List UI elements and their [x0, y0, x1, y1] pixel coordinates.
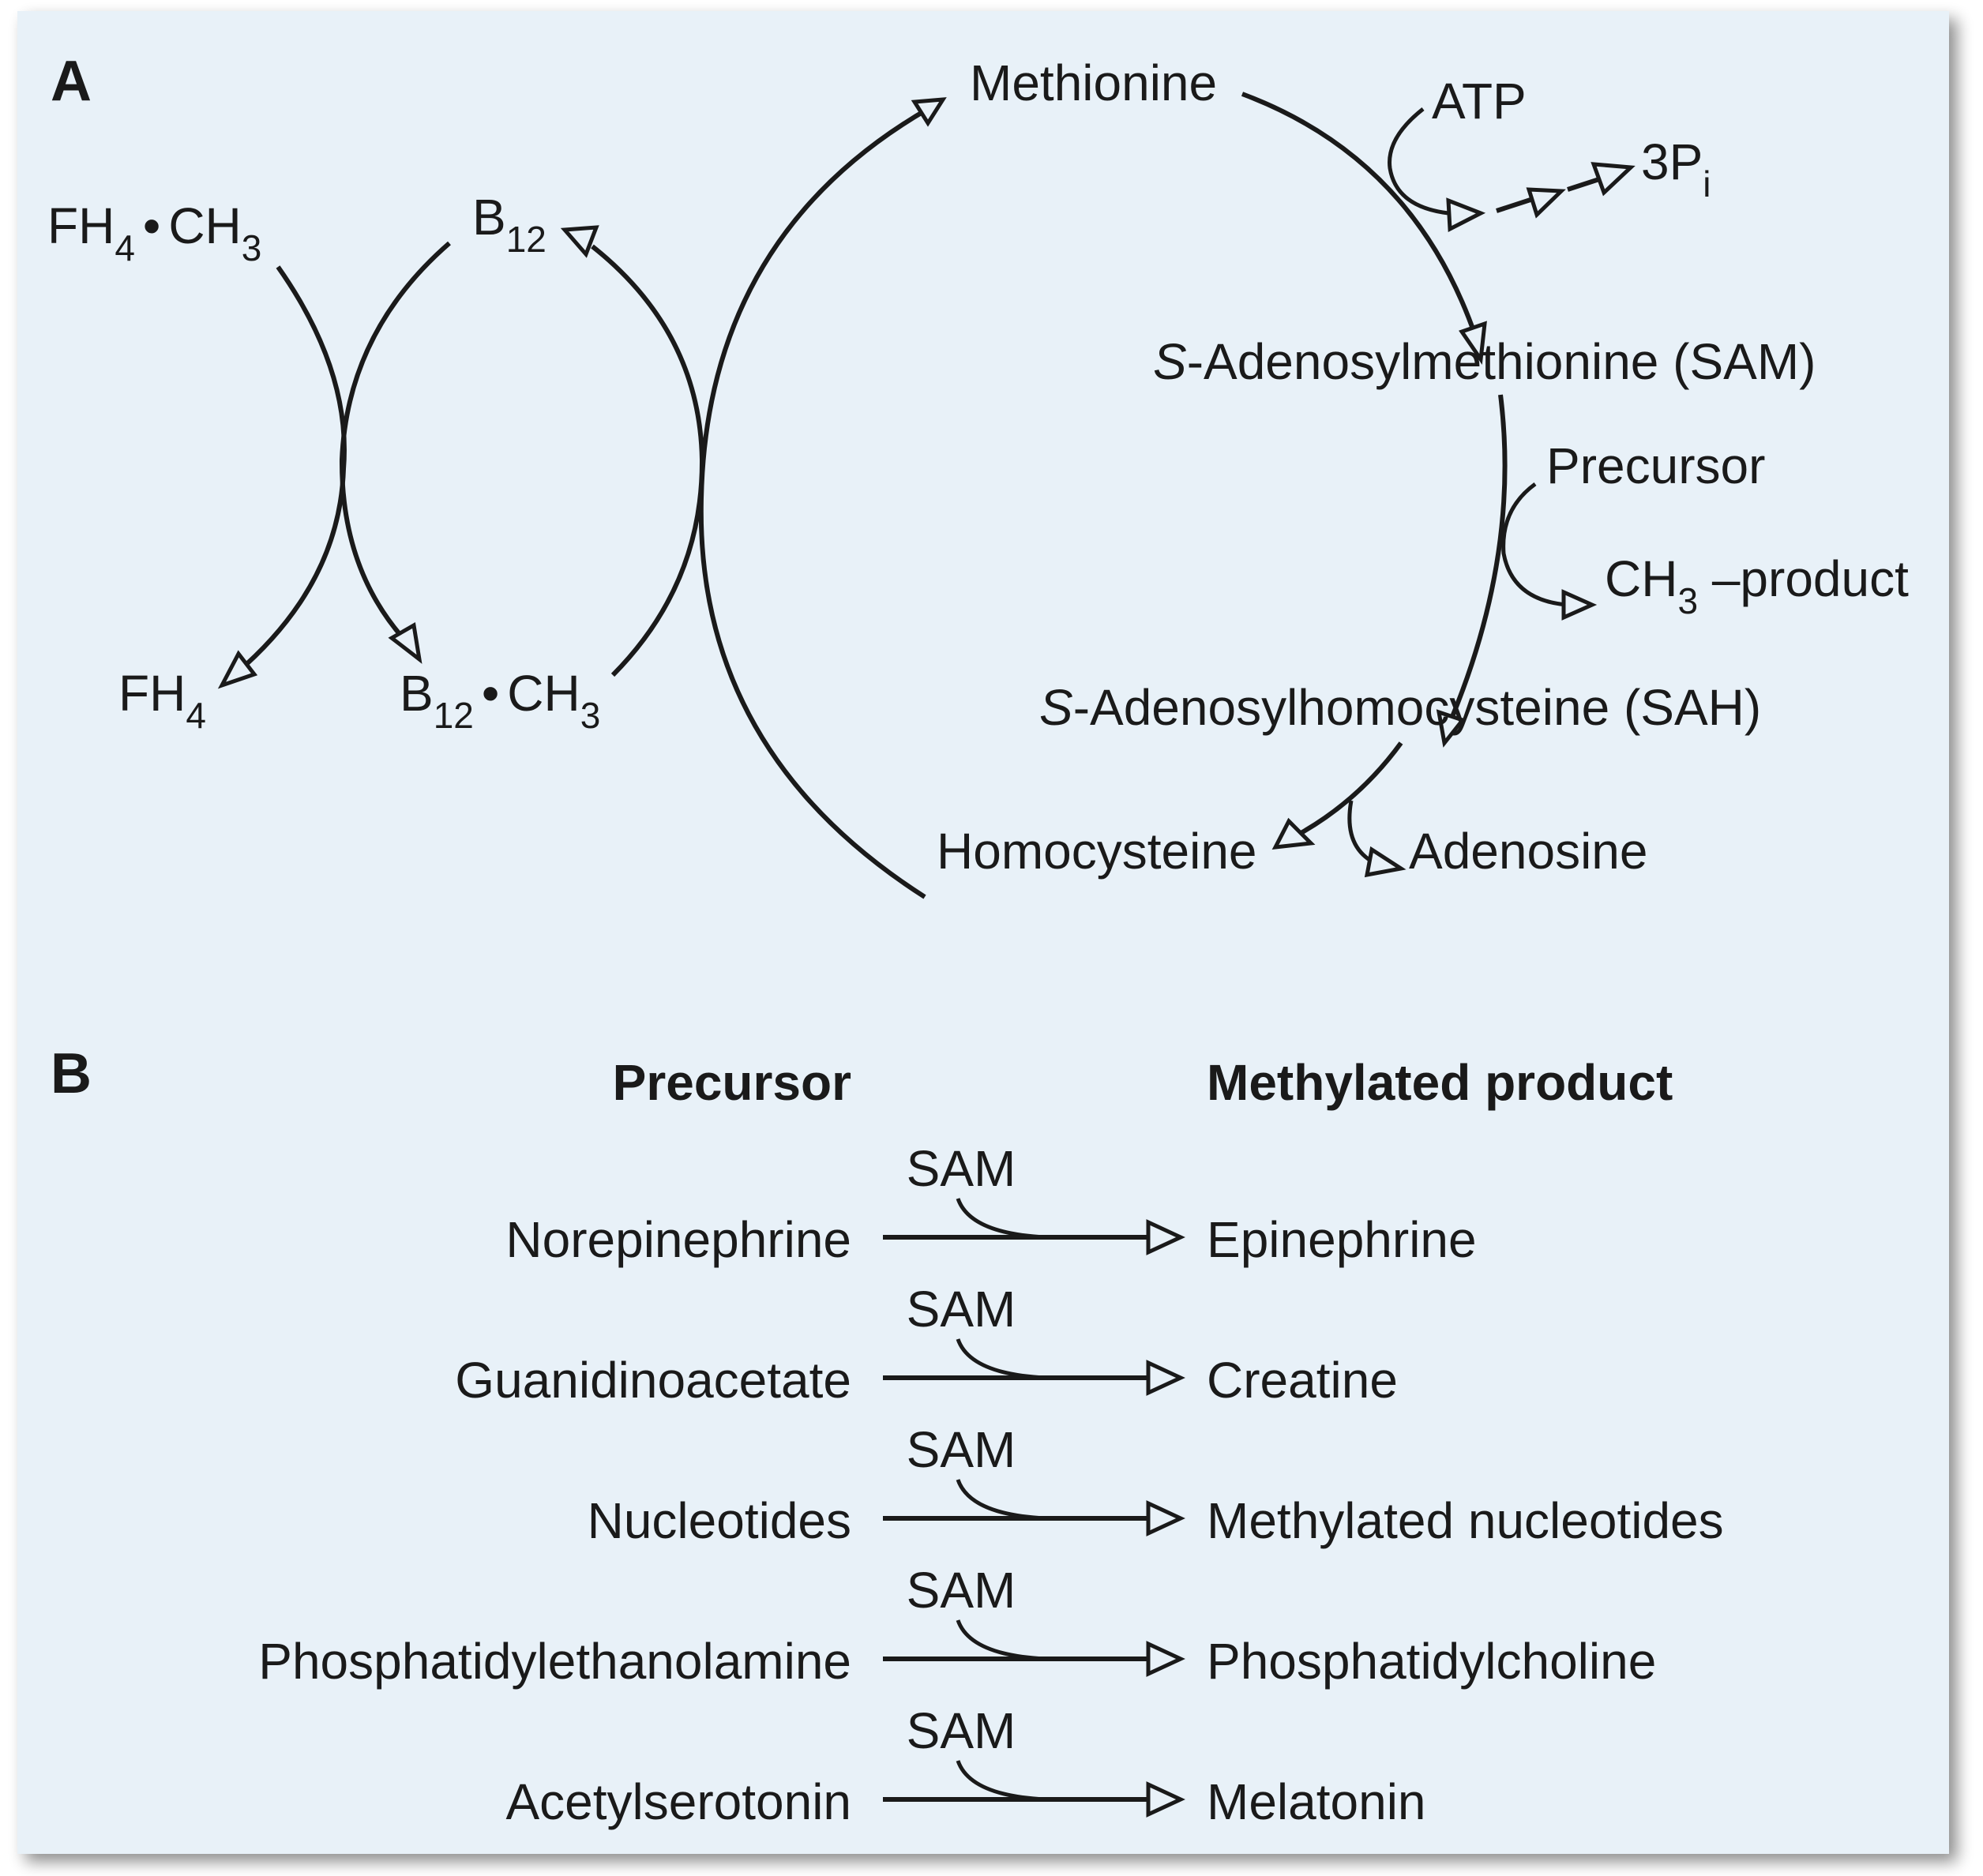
- arc-sam-to-sah: [1449, 394, 1508, 720]
- reaction-donor-label: SAM: [907, 1281, 1016, 1338]
- reaction-precursor: Acetylserotonin: [505, 1773, 851, 1830]
- label-b12: B12: [472, 189, 546, 260]
- reaction-donor-label: SAM: [907, 1702, 1016, 1759]
- label-3pi: 3Pi: [1641, 133, 1711, 204]
- arc-sah-to-homocysteine: [1295, 741, 1403, 838]
- header-methylated-product: Methylated product: [1207, 1054, 1673, 1111]
- arrowhead-b12ch3: [388, 622, 423, 664]
- donor-curve: [956, 1479, 1046, 1521]
- curve-precursor-in: [1501, 482, 1568, 607]
- panel-b: B Precursor Methylated product Norepinep…: [51, 1042, 1724, 1830]
- panel-b-letter: B: [51, 1042, 92, 1105]
- reaction-donor-label: SAM: [907, 1421, 1016, 1478]
- label-precursor: Precursor: [1546, 437, 1765, 494]
- arrowhead-ch3-product: [1561, 589, 1598, 621]
- arrowhead-sam: [1459, 321, 1487, 365]
- reaction-row: Acetylserotonin SAM Melatonin: [505, 1702, 1425, 1830]
- reaction-row: Norepinephrine SAM Epinephrine: [505, 1140, 1476, 1268]
- reaction-donor-label: SAM: [907, 1562, 1016, 1619]
- donor-curve: [956, 1760, 1046, 1802]
- panel-a: A FH4•CH3 B12 FH4 B12•CH3 Methionine: [47, 50, 1909, 899]
- reaction-product: Epinephrine: [1207, 1211, 1477, 1268]
- arc-b12-to-b12ch3: [339, 241, 451, 641]
- label-adenosine: Adenosine: [1409, 823, 1647, 880]
- arrowhead-fh4: [217, 650, 258, 689]
- dash-pi-2: [1567, 176, 1602, 192]
- reaction-arrowhead: [1146, 1641, 1185, 1677]
- reaction-product: Phosphatidylcholine: [1207, 1633, 1656, 1690]
- reaction-list: NorepinephrineSAMEpinephrineGuanidinoace…: [258, 1140, 1723, 1830]
- label-homocysteine: Homocysteine: [937, 823, 1257, 880]
- label-fh4-ch3: FH4•CH3: [47, 197, 261, 268]
- reaction-row: Phosphatidylethanolamine SAM Phosphatidylc…: [258, 1562, 1656, 1690]
- panel-a-letter: A: [51, 50, 92, 113]
- label-sam: S-Adenosylmethionine (SAM): [1153, 333, 1816, 390]
- reaction-precursor: Phosphatidylethanolamine: [258, 1633, 851, 1690]
- arrowhead-b12: [560, 225, 599, 258]
- figure-panel: [17, 11, 1949, 1854]
- reaction-product: Melatonin: [1207, 1773, 1426, 1830]
- reaction-precursor: Nucleotides: [588, 1492, 851, 1549]
- reaction-arrowhead: [1146, 1219, 1185, 1255]
- reaction-arrowhead: [1146, 1500, 1185, 1536]
- arrowhead-pi-1: [1526, 187, 1566, 219]
- dash-pi-1: [1496, 197, 1531, 213]
- label-sah: S-Adenosylhomocysteine (SAH): [1039, 679, 1761, 736]
- arc-homocysteine-to-methionine: [698, 107, 930, 899]
- label-b12-ch3: B12•CH3: [400, 665, 600, 736]
- arc-methionine-to-sam: [1241, 92, 1478, 336]
- donor-curve: [956, 1198, 1046, 1240]
- reaction-product: Creatine: [1207, 1352, 1398, 1409]
- label-ch3-product: CH3 –product: [1605, 550, 1909, 621]
- label-atp: ATP: [1432, 73, 1527, 129]
- reaction-row: Guanidinoacetate SAM Creatine: [455, 1281, 1398, 1409]
- reaction-donor-label: SAM: [907, 1140, 1016, 1197]
- arrowhead-sah: [1436, 709, 1467, 748]
- arrowhead-pi-2: [1591, 162, 1636, 197]
- arrowhead-adenosine: [1364, 846, 1407, 878]
- arrowhead-atp-out: [1446, 197, 1486, 232]
- label-methionine: Methionine: [970, 54, 1217, 111]
- reaction-arrowhead: [1146, 1781, 1185, 1818]
- arrowhead-homocysteine: [1271, 817, 1316, 850]
- donor-curve: [956, 1338, 1046, 1380]
- label-fh4: FH4: [118, 665, 206, 736]
- header-precursor: Precursor: [613, 1054, 851, 1111]
- reaction-product: Methylated nucleotides: [1207, 1492, 1724, 1549]
- arrowhead-methionine: [911, 97, 947, 127]
- donor-curve: [956, 1619, 1046, 1661]
- reaction-precursor: Norepinephrine: [505, 1211, 851, 1268]
- reaction-precursor: Guanidinoacetate: [455, 1352, 851, 1409]
- curve-atp-in: [1388, 107, 1449, 216]
- reaction-arrowhead: [1146, 1360, 1185, 1396]
- reaction-row: Nucleotides SAM Methylated nucleotides: [588, 1421, 1724, 1549]
